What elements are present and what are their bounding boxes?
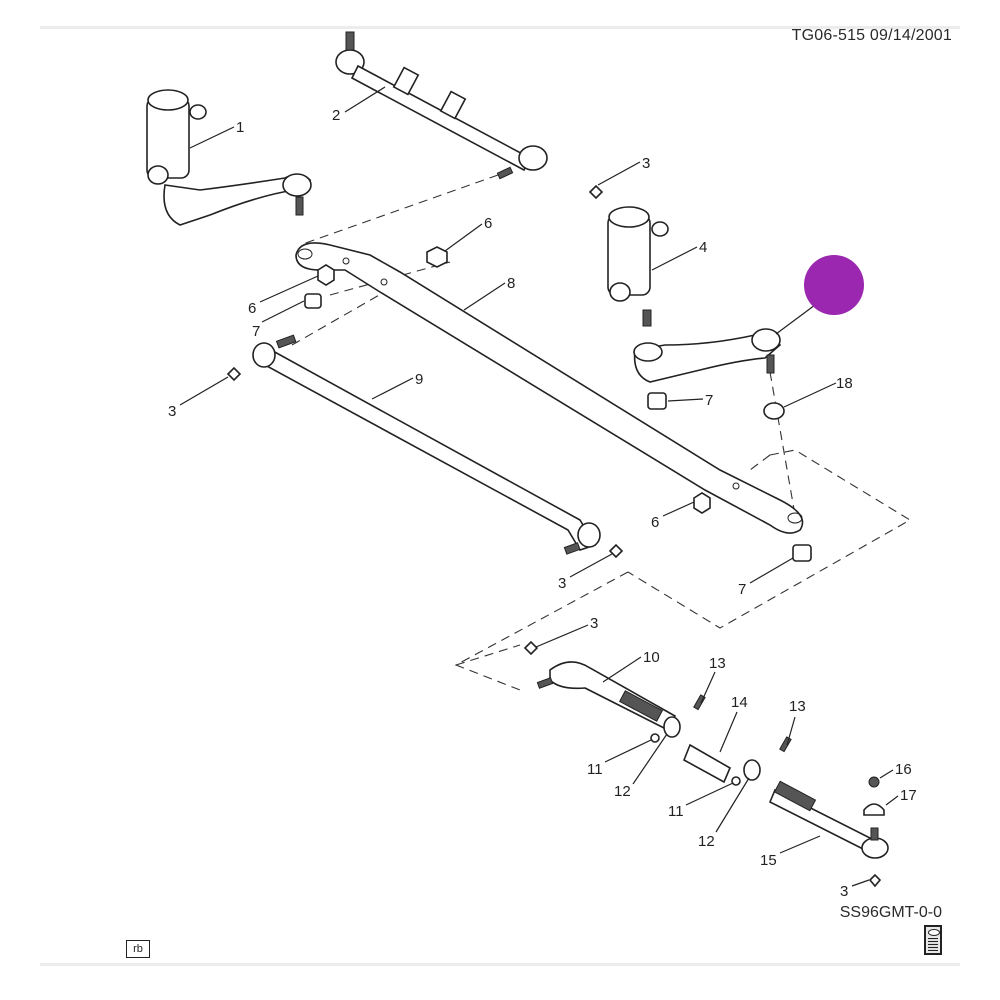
highlight-marker[interactable]	[775, 255, 864, 335]
callout-9: 9	[415, 371, 423, 388]
assembly-dashed-lines	[291, 174, 912, 691]
part-pitman-arm[interactable]	[633, 328, 782, 383]
callout-6-left: 6	[248, 300, 256, 317]
callout-6-right: 6	[651, 514, 659, 531]
callouts: 1 2 3 4 6 6 8 7 3 9 7 18 6 7 3 3 10	[168, 86, 917, 900]
part-inner-tie-rod[interactable]	[523, 640, 677, 732]
nut-6-left	[317, 264, 335, 286]
callout-4: 4	[699, 239, 707, 256]
nut-7-left	[304, 293, 322, 309]
fitting-3-top-right	[588, 184, 604, 200]
callout-7-right-lower: 7	[738, 581, 746, 598]
callout-16: 16	[895, 761, 912, 778]
callout-14: 14	[731, 694, 748, 711]
part-relay-rod[interactable]	[295, 242, 804, 534]
service-manual-book-icon[interactable]	[924, 925, 942, 955]
document-id: TG06-515 09/14/2001	[791, 27, 952, 44]
callout-3-top: 3	[642, 155, 650, 172]
callout-12-right: 12	[698, 833, 715, 850]
callout-3-mid: 3	[558, 575, 566, 592]
callout-13-right: 13	[789, 698, 806, 715]
callout-3-tie-rod: 3	[590, 615, 598, 632]
callout-17: 17	[900, 787, 917, 804]
callout-7-right-upper: 7	[705, 392, 713, 409]
highlight-circle	[804, 255, 864, 315]
part-outer-tie-rod[interactable]	[768, 776, 889, 888]
callout-15: 15	[760, 852, 777, 869]
callout-3-left: 3	[168, 403, 176, 420]
nut-6-right	[693, 492, 711, 514]
part-relay-rod-secondary[interactable]	[252, 334, 601, 555]
callout-2: 2	[332, 107, 340, 124]
callout-18: 18	[836, 375, 853, 392]
callout-3-bottom: 3	[840, 883, 848, 900]
fitting-3-left	[226, 366, 242, 382]
rb-badge[interactable]: rb	[126, 940, 150, 958]
callout-10: 10	[643, 649, 660, 666]
callout-13-left: 13	[709, 655, 726, 672]
callout-7-left: 7	[252, 323, 260, 340]
bottom-rule	[40, 963, 960, 966]
part-idler-arm-right[interactable]	[607, 206, 669, 327]
nut-7-right-lower	[792, 544, 812, 562]
callout-1: 1	[236, 119, 244, 136]
callout-11-left: 11	[587, 761, 603, 778]
callout-11-right: 11	[668, 803, 684, 820]
hardware	[226, 184, 812, 562]
washer-18	[763, 402, 785, 420]
top-rule	[40, 26, 960, 29]
callout-12-left: 12	[614, 783, 631, 800]
nut-6-top	[426, 246, 448, 268]
part-idler-arm-left[interactable]	[146, 89, 312, 226]
callout-8: 8	[507, 275, 515, 292]
nut-7-right-upper	[647, 392, 667, 410]
figure-id: SS96GMT-0-0	[839, 904, 942, 921]
part-steering-damper[interactable]	[335, 31, 548, 180]
part-clamps-and-sleeve[interactable]	[650, 694, 792, 786]
fitting-3-lower-mid	[608, 543, 624, 559]
callout-6-top: 6	[484, 215, 492, 232]
